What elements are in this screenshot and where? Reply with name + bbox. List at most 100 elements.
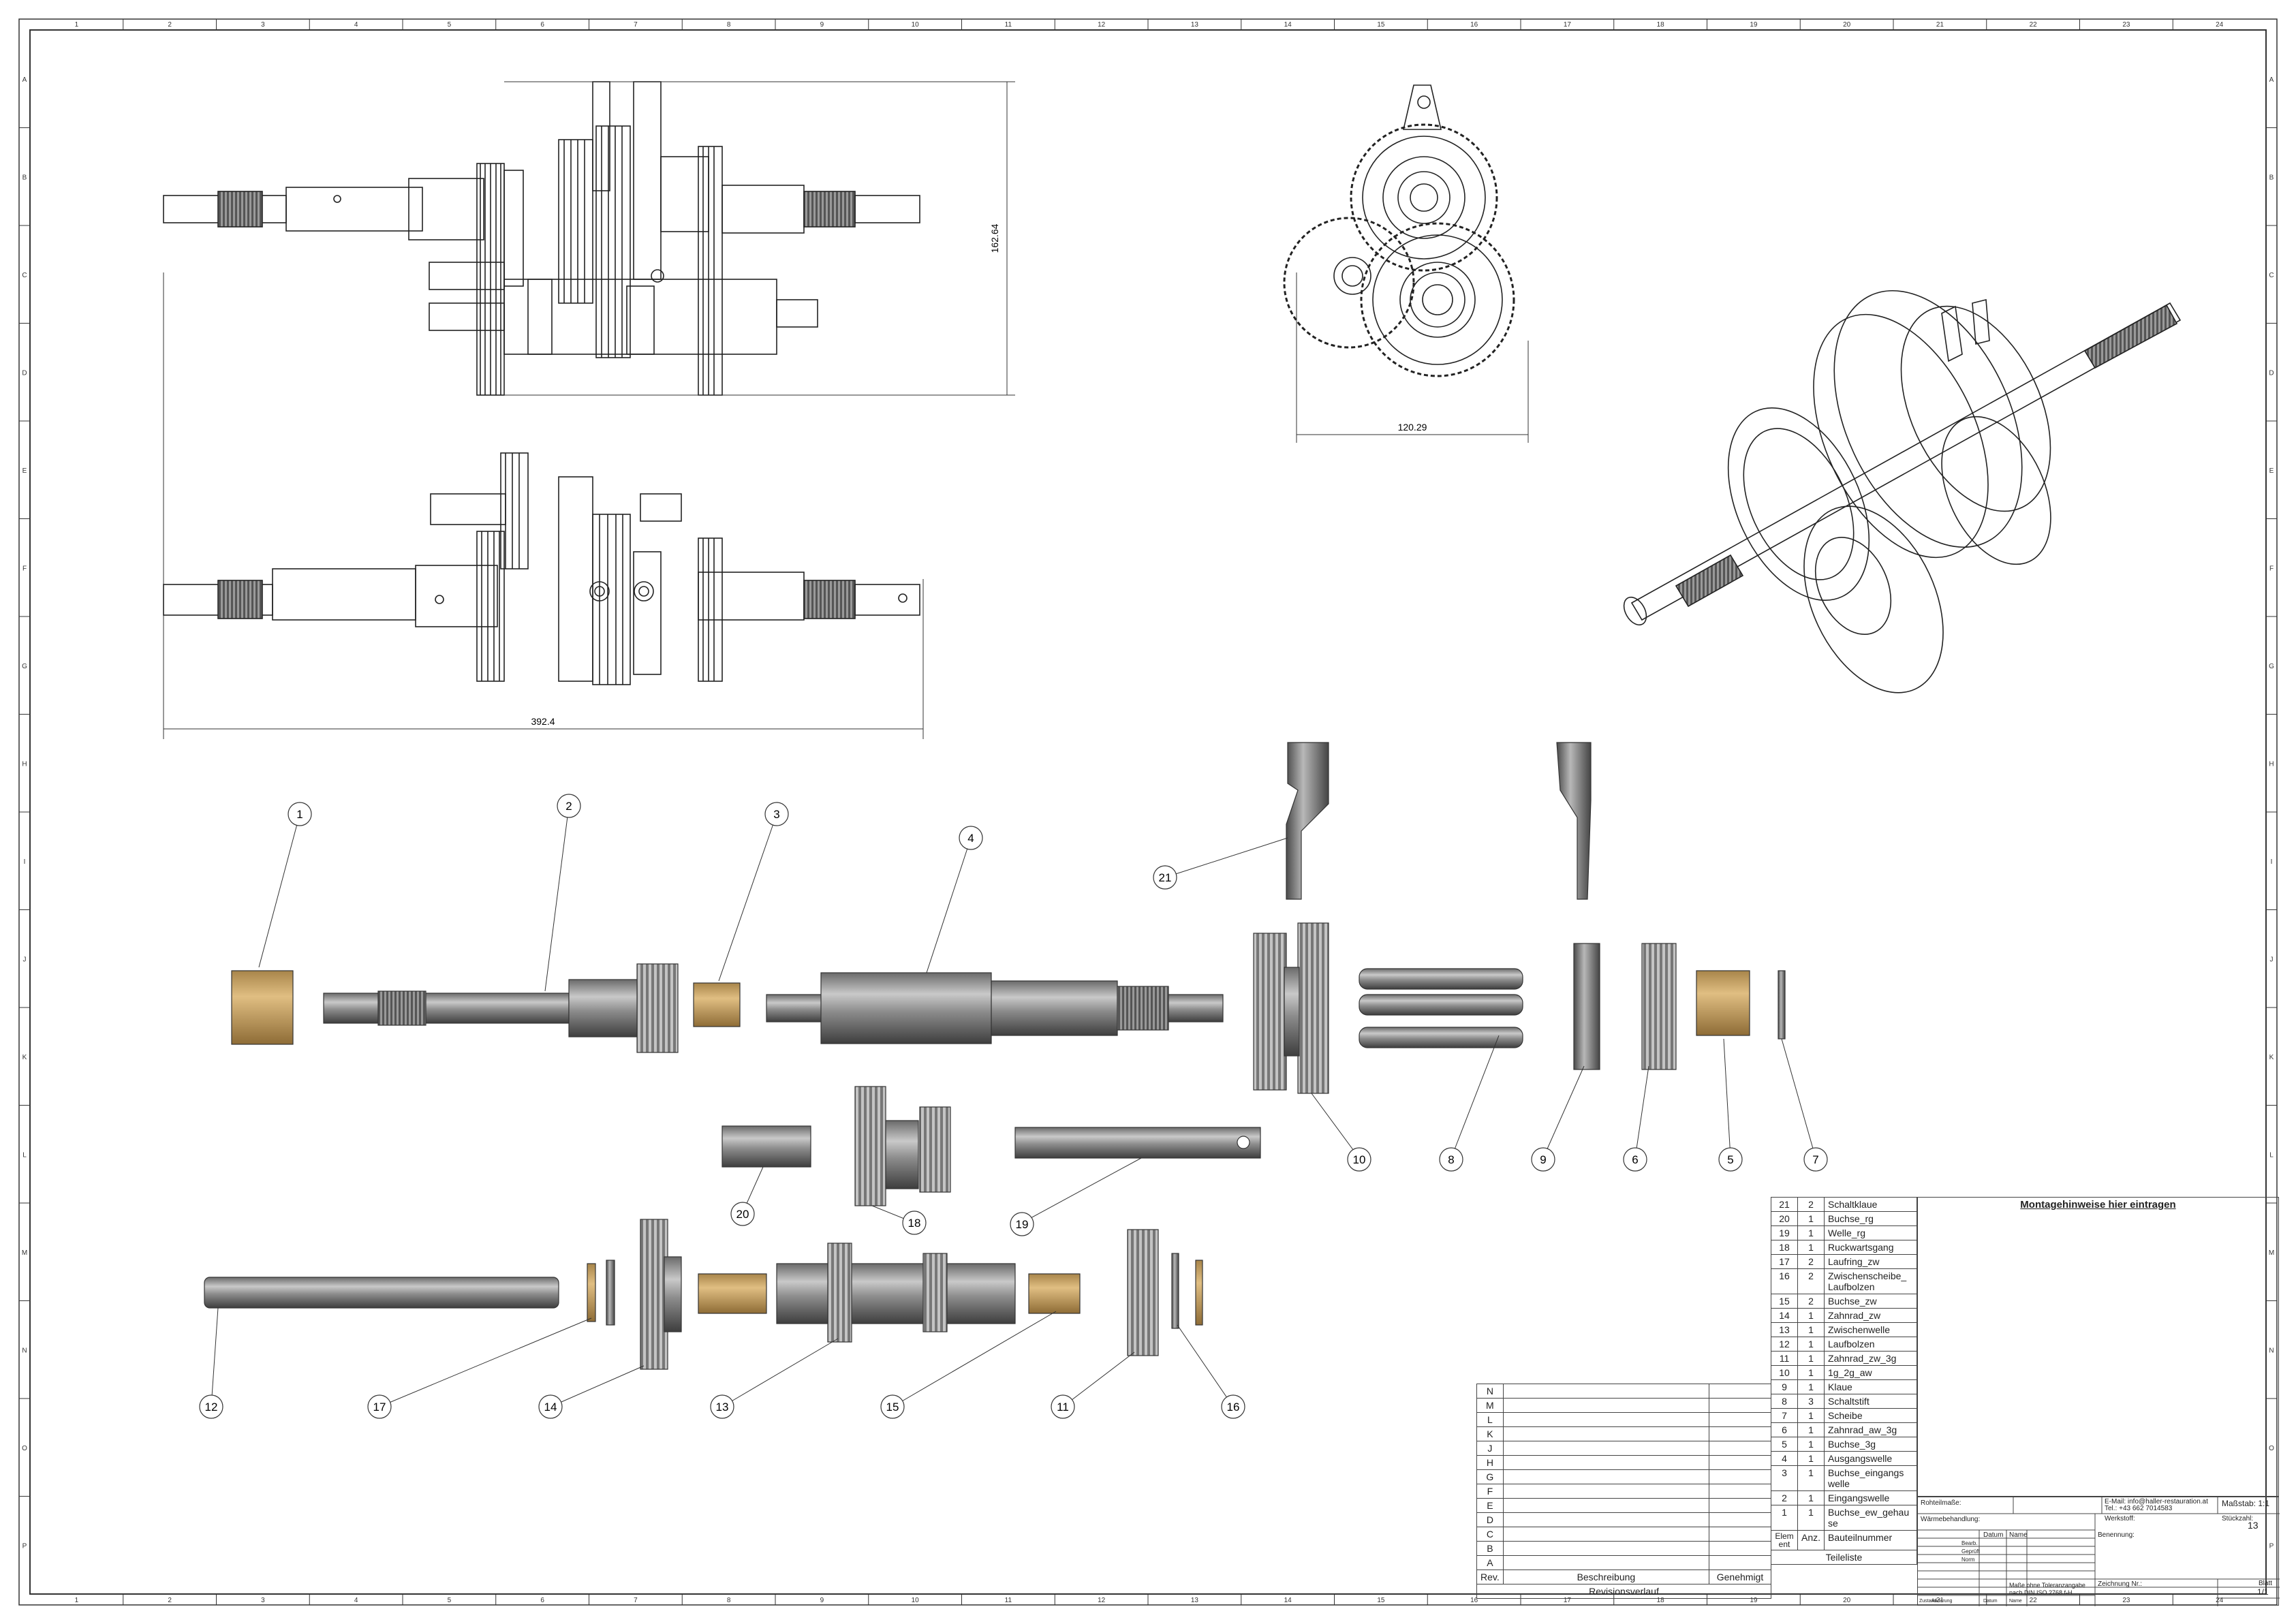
assembly-notes-title: Montagehinweise hier eintragen — [2020, 1199, 2176, 1211]
parts-cell-nr: 4 — [1771, 1451, 1798, 1466]
parts-cell-nr: 19 — [1771, 1225, 1798, 1240]
frame-row-label: D — [22, 369, 27, 377]
frame-col-label: 19 — [1750, 1597, 1758, 1604]
frame-row-label: F — [2269, 565, 2274, 572]
balloon-7: 7 — [1803, 1147, 1828, 1172]
balloon-label: 3 — [773, 808, 779, 821]
revision-letter: E — [1476, 1498, 1504, 1513]
balloon-1: 1 — [288, 802, 312, 826]
balloon-label: 12 — [205, 1401, 218, 1414]
revision-row: L — [1476, 1412, 1771, 1427]
header-rev: Rev. — [1476, 1570, 1504, 1584]
parts-cell-name: Klaue — [1824, 1379, 1917, 1394]
dimension-length: 392.4 — [531, 716, 555, 727]
frame-col-label: 9 — [820, 1597, 824, 1604]
parts-cell-name: Ruckwartsgang — [1824, 1240, 1917, 1255]
revision-row: K — [1476, 1426, 1771, 1441]
part-21-shift-fork-2 — [1556, 742, 1592, 900]
part-5-bushing — [1696, 970, 1750, 1036]
revision-letter: K — [1476, 1426, 1504, 1441]
frame-col-label: 1 — [75, 21, 79, 29]
balloon-15: 15 — [880, 1394, 905, 1419]
frame-col-label: 11 — [1005, 21, 1012, 29]
bottom-label-name: Name — [2009, 1599, 2022, 1604]
part-20-bushing — [722, 1125, 811, 1168]
heat-treatment-label: Wärmebehandlung: — [1921, 1516, 1981, 1523]
title-block-grid — [1918, 1497, 2280, 1606]
balloon-10: 10 — [1347, 1147, 1371, 1172]
revision-row: N — [1476, 1384, 1771, 1399]
revision-row: A — [1476, 1555, 1771, 1570]
balloon-label: 2 — [565, 800, 572, 813]
parts-cell-name: Buchse_rg — [1824, 1211, 1917, 1226]
balloon-3: 3 — [764, 802, 789, 826]
header-description: Beschreibung — [1502, 1570, 1710, 1584]
balloon-label: 15 — [886, 1401, 899, 1414]
parts-cell-qty: 1 — [1797, 1437, 1825, 1452]
frame-row-label: J — [23, 956, 27, 963]
isometric-assembly — [1623, 290, 2182, 693]
frame-col-label: 17 — [1564, 21, 1572, 29]
parts-cell-nr: 6 — [1771, 1422, 1798, 1437]
frame-row-label: H — [2269, 760, 2274, 768]
balloon-label: 11 — [1057, 1401, 1069, 1414]
revision-letter: F — [1476, 1484, 1504, 1499]
parts-cell-name: Zwischenscheibe_ Laufbolzen — [1824, 1268, 1917, 1294]
parts-cell-nr: 21 — [1771, 1197, 1798, 1212]
parts-cell-nr: 12 — [1771, 1337, 1798, 1352]
frame-col-label: 6 — [540, 21, 544, 29]
part-8-shift-pin — [1359, 968, 1523, 990]
frame-row-label: M — [2269, 1249, 2274, 1257]
assembly-notes-box: Montagehinweise hier eintragen — [1917, 1197, 2279, 1497]
revision-row: J — [1476, 1441, 1771, 1456]
part-10-gear-pair — [1253, 933, 1287, 1091]
balloon-label: 9 — [1540, 1153, 1546, 1166]
parts-cell-qty: 1 — [1797, 1351, 1825, 1366]
title-block: Rohteilmaße: E-Mail: info@haller-restaur… — [1917, 1497, 2280, 1606]
balloon-label: 4 — [967, 832, 974, 845]
header-quantity: Anz. — [1797, 1530, 1825, 1550]
balloon-label: 6 — [1632, 1153, 1638, 1166]
revision-description — [1502, 1398, 1710, 1413]
parts-cell-qty: 1 — [1797, 1451, 1825, 1466]
frame-row-label: H — [22, 760, 27, 768]
parts-cell-qty: 1 — [1797, 1465, 1825, 1491]
parts-cell-nr: 11 — [1771, 1351, 1798, 1366]
parts-cell-name: Ausgangswelle — [1824, 1451, 1917, 1466]
balloon-14: 14 — [538, 1394, 563, 1419]
sheet-label: Blatt — [2259, 1580, 2273, 1587]
frame-row-label: M — [22, 1249, 27, 1257]
frame-row-label: G — [22, 663, 27, 670]
revision-description — [1502, 1555, 1710, 1570]
parts-cell-nr: 10 — [1771, 1365, 1798, 1380]
parts-cell-nr: 17 — [1771, 1254, 1798, 1269]
revision-approved — [1709, 1398, 1771, 1413]
balloon-label: 1 — [296, 808, 302, 821]
revision-letter: C — [1476, 1527, 1504, 1542]
revision-description — [1502, 1455, 1710, 1470]
frame-col-label: 14 — [1284, 1597, 1292, 1604]
balloon-label: 18 — [908, 1217, 921, 1230]
revision-row: B — [1476, 1541, 1771, 1556]
balloon-label: 13 — [716, 1401, 729, 1414]
balloon-label: 7 — [1812, 1153, 1818, 1166]
balloon-19: 19 — [1010, 1212, 1034, 1236]
parts-cell-name: 1g_2g_aw — [1824, 1365, 1917, 1380]
balloon-label: 8 — [1448, 1153, 1454, 1166]
balloon-4: 4 — [959, 826, 983, 850]
parts-cell-name: Schaltstift — [1824, 1394, 1917, 1409]
balloon-6: 6 — [1623, 1147, 1647, 1172]
parts-cell-qty: 1 — [1797, 1490, 1825, 1505]
revision-description — [1502, 1484, 1710, 1499]
revision-approved — [1709, 1455, 1771, 1470]
revision-letter: J — [1476, 1441, 1504, 1456]
part-16-washer — [1195, 1260, 1203, 1326]
